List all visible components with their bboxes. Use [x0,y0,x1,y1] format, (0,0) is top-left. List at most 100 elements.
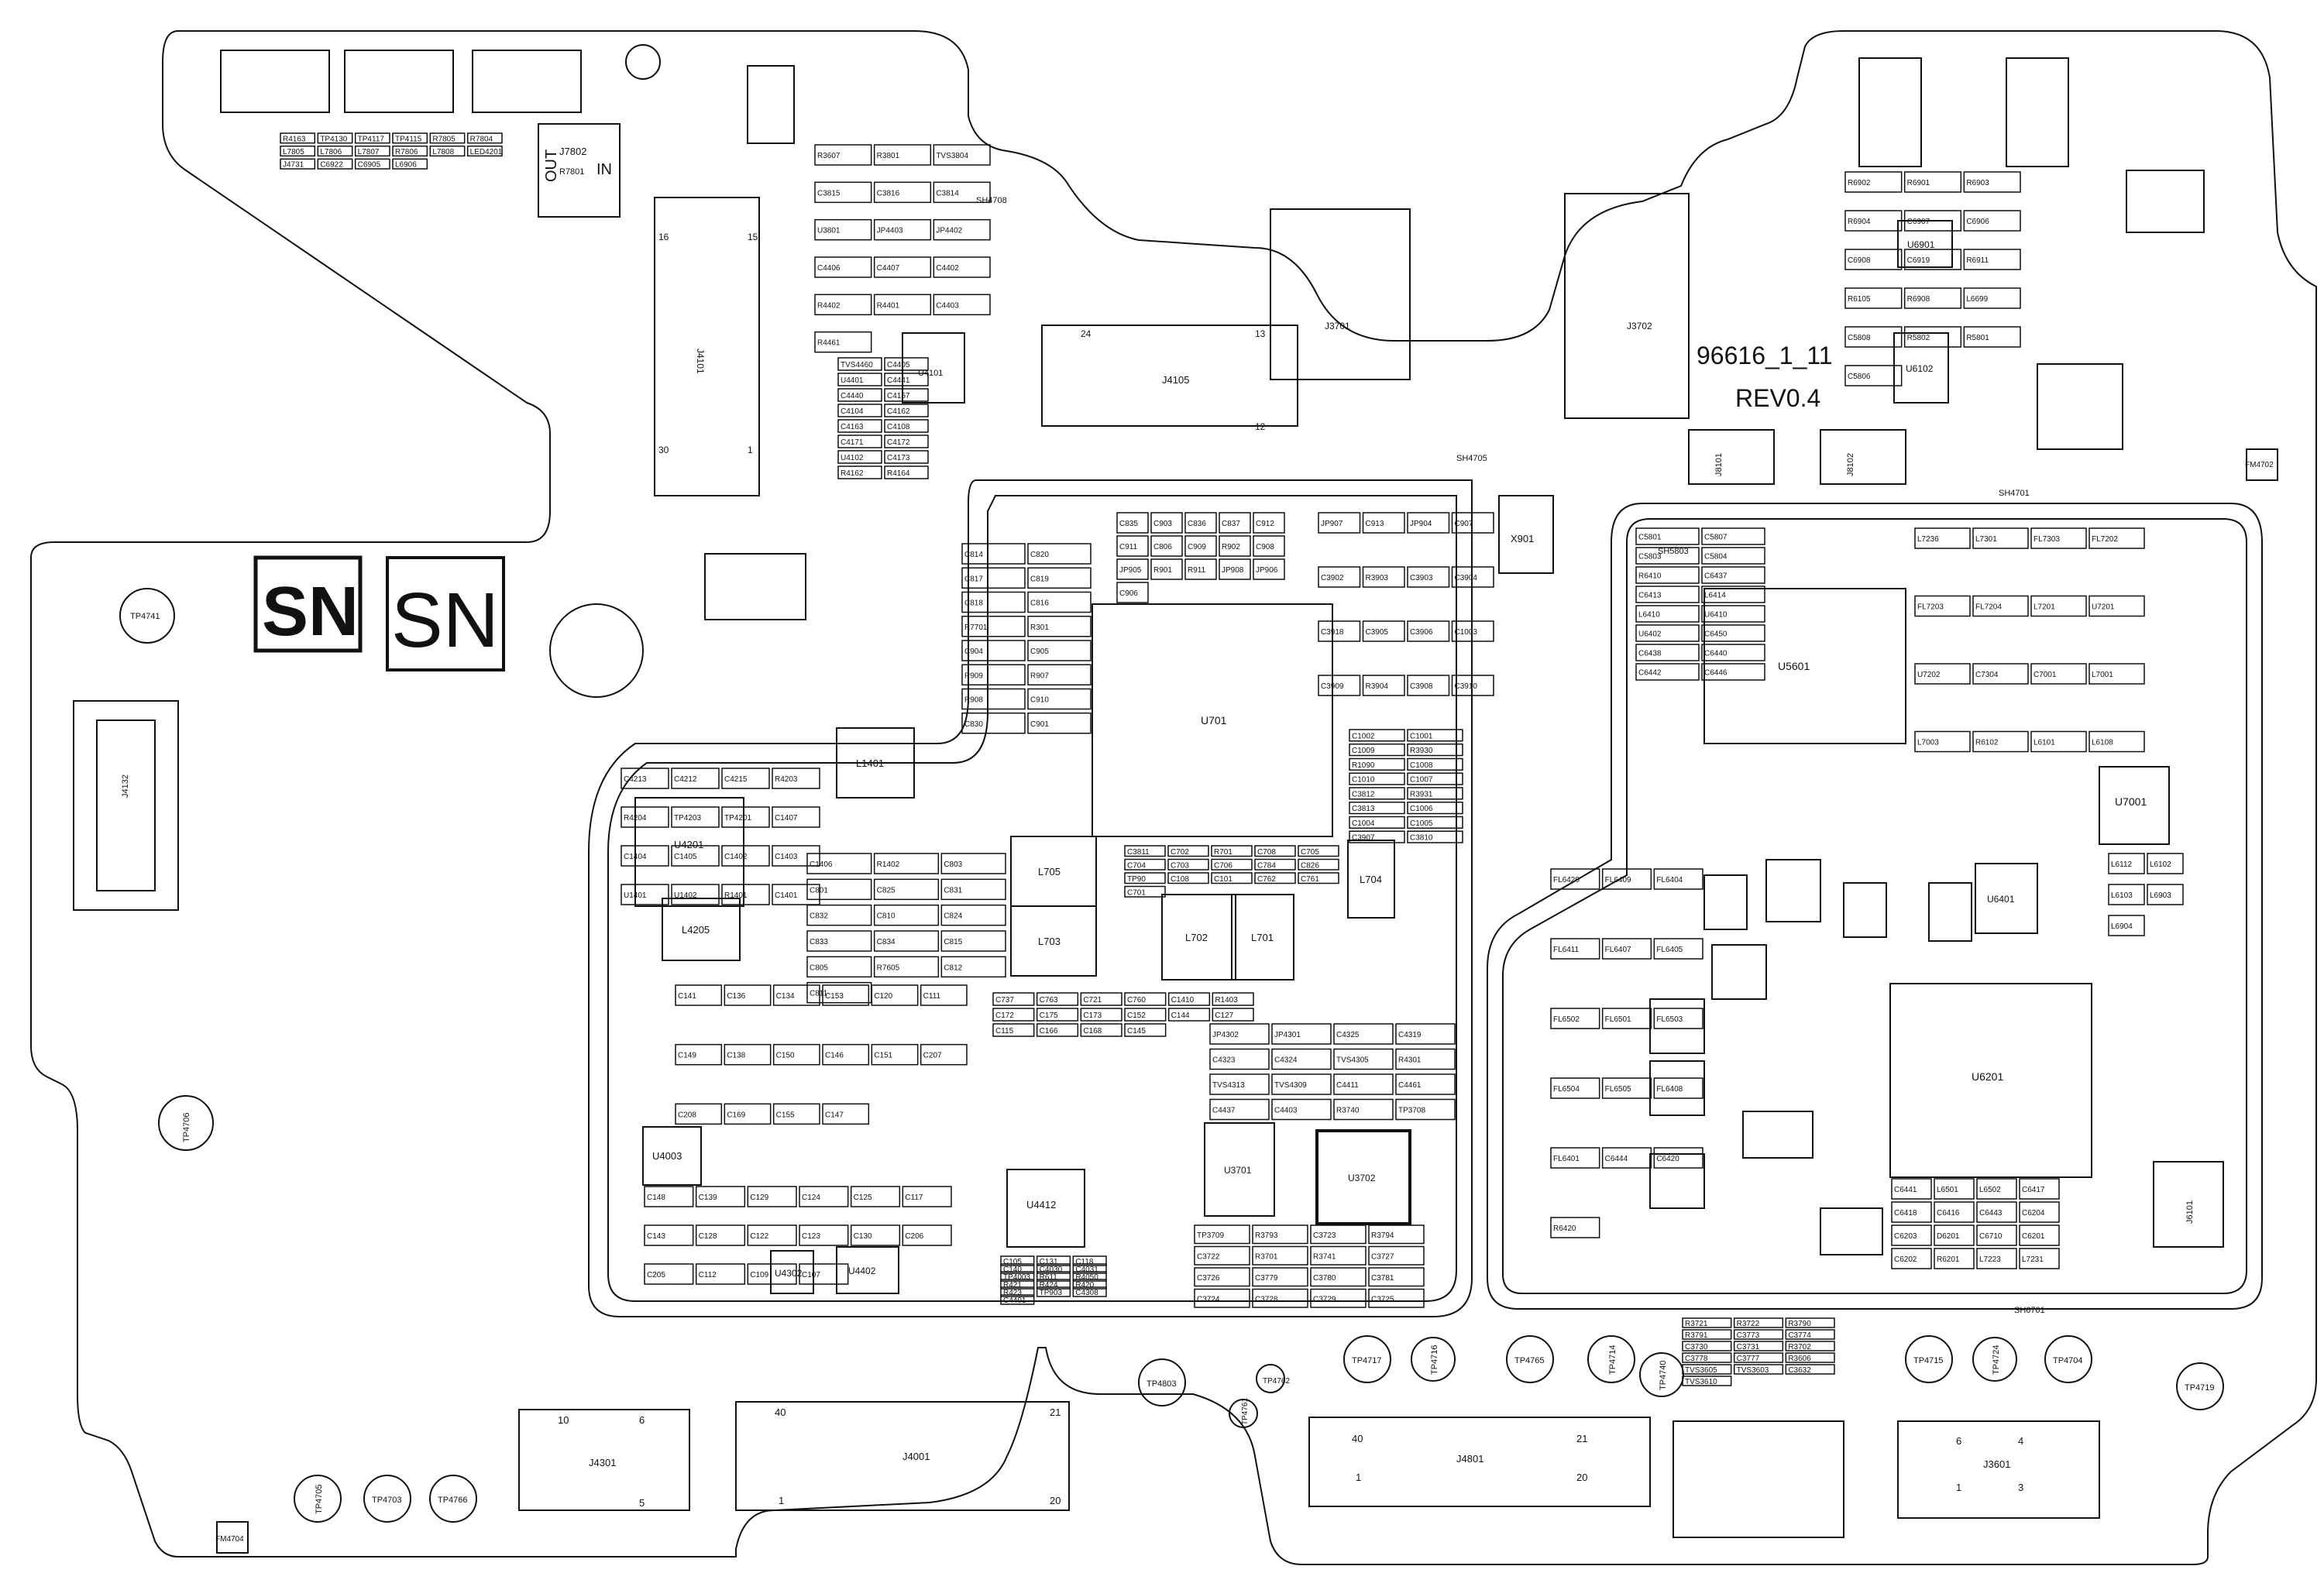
small-part-label: C3632 [1788,1366,1811,1375]
small-part-label: FL7303 [2033,535,2060,544]
ref-tp4761: TP4761 [1241,1398,1250,1425]
small-part-pad [1036,1008,1079,1022]
ref-u5601: U5601 [1778,660,1810,672]
small-part: R424 [1036,1279,1071,1290]
small-part-pad [1407,675,1450,696]
small-part-label: L7301 [1975,535,1997,544]
small-part-pad [940,904,1006,926]
small-part-pad [806,853,872,874]
pin-j4801-b: 21 [1576,1433,1587,1444]
small-part-label: C111 [923,992,941,1001]
small-part-pad [621,845,669,867]
small-part-pad [1550,1077,1600,1099]
small-part-label: TVS4309 [1274,1081,1307,1090]
small-part-pad [1368,1224,1425,1245]
small-part-pad [1124,992,1167,1006]
small-part: U6402 [1635,624,1700,642]
small-part-pad [1395,1098,1456,1121]
small-part-label: C3773 [1737,1331,1760,1340]
small-part: C139 [695,1186,746,1207]
small-part-pad [814,181,872,204]
small-part: L6699 [1963,287,2021,309]
small-part: C1405 [671,845,720,867]
small-part-pad [1027,664,1092,685]
small-part-pad [1891,1178,1932,1200]
small-part-label: FL6504 [1553,1085,1580,1094]
small-part: FL6404 [1653,868,1703,890]
small-part-pad [806,956,872,978]
small-part-pad [1976,1201,2017,1223]
small-part-label: L7223 [1979,1255,2001,1264]
small-part-label: C815 [944,938,962,946]
small-part: C3727 [1368,1245,1425,1266]
small-part: C721 [1080,992,1122,1006]
small-part-label: C4173 [887,454,910,462]
small-part-label: C3728 [1255,1295,1278,1303]
ic-u3801 [747,65,795,144]
small-part: C131 [1036,1255,1071,1266]
small-part-pad [1253,558,1285,580]
small-part: FL6411 [1550,938,1600,960]
small-part: R3904 [1362,675,1405,696]
small-part-label: R3794 [1371,1231,1394,1240]
small-part: R3702 [1785,1341,1835,1351]
small-part: TVS3603 [1733,1364,1784,1375]
small-part-label: C6203 [1894,1232,1917,1241]
small-part: FL7204 [1972,595,2029,617]
small-part: C737 [992,992,1035,1006]
small-part-label: C4324 [1274,1056,1298,1065]
small-part-label: FL6411 [1553,946,1580,954]
small-part-pad [1972,663,2029,685]
small-part: L6101 [2030,730,2087,753]
small-part-pad [992,992,1035,1006]
small-part-pad [1891,1224,1932,1246]
ref-fm4704: FM4704 [215,1535,244,1544]
small-part: R6102 [1972,730,2029,753]
small-part: R6908 [1903,287,1962,309]
small-part-pad [772,1043,820,1066]
small-part: C810 [873,904,940,926]
small-part: C207 [920,1043,968,1066]
small-part-label: C761 [1301,875,1319,884]
small-part-label: C6450 [1704,630,1728,639]
small-part: C1007 [1407,772,1463,785]
ref-u3702: U3702 [1348,1173,1376,1183]
small-part: L7231 [2019,1248,2060,1269]
ref-u701: U701 [1201,714,1227,726]
small-part: C152 [1124,1008,1167,1022]
small-part-label: R7805 [432,135,456,143]
small-part-pad [1963,287,2021,309]
small-part-label: L6414 [1704,592,1726,600]
small-part-label: C3725 [1371,1295,1394,1303]
small-part-pad [1209,1048,1270,1070]
small-part-pad [466,132,503,144]
small-part-pad [644,1224,694,1246]
small-part: U1401 [621,884,669,905]
small-part: L6103 [2108,884,2145,905]
small-part-pad [837,465,882,479]
small-part-pad [1682,1329,1732,1340]
ref-u4201: U4201 [674,839,703,850]
small-part-pad [721,845,770,867]
small-part: C109 [747,1263,797,1285]
small-part: C134 [772,984,820,1006]
small-part-pad [837,419,882,433]
small-part: C150 [772,1043,820,1066]
small-part-pad [1298,858,1339,871]
small-part-pad [1124,858,1166,871]
small-part: C111 [920,984,968,1006]
small-part-pad [1252,1224,1308,1245]
small-part: R3606 [1785,1352,1835,1363]
small-part: R1090 [1349,757,1405,771]
ref-tp4765: TP4765 [1514,1356,1545,1365]
board-revision: REV0.4 [1735,384,1820,412]
small-part: R611 [1036,1271,1071,1282]
small-part-label: C702 [1171,848,1189,857]
small-part-label: C152 [1127,1011,1146,1020]
small-part-pad [1903,249,1962,270]
small-part-pad [1362,620,1405,642]
small-part: C833 [806,930,872,952]
small-part-pad [1844,210,1903,232]
